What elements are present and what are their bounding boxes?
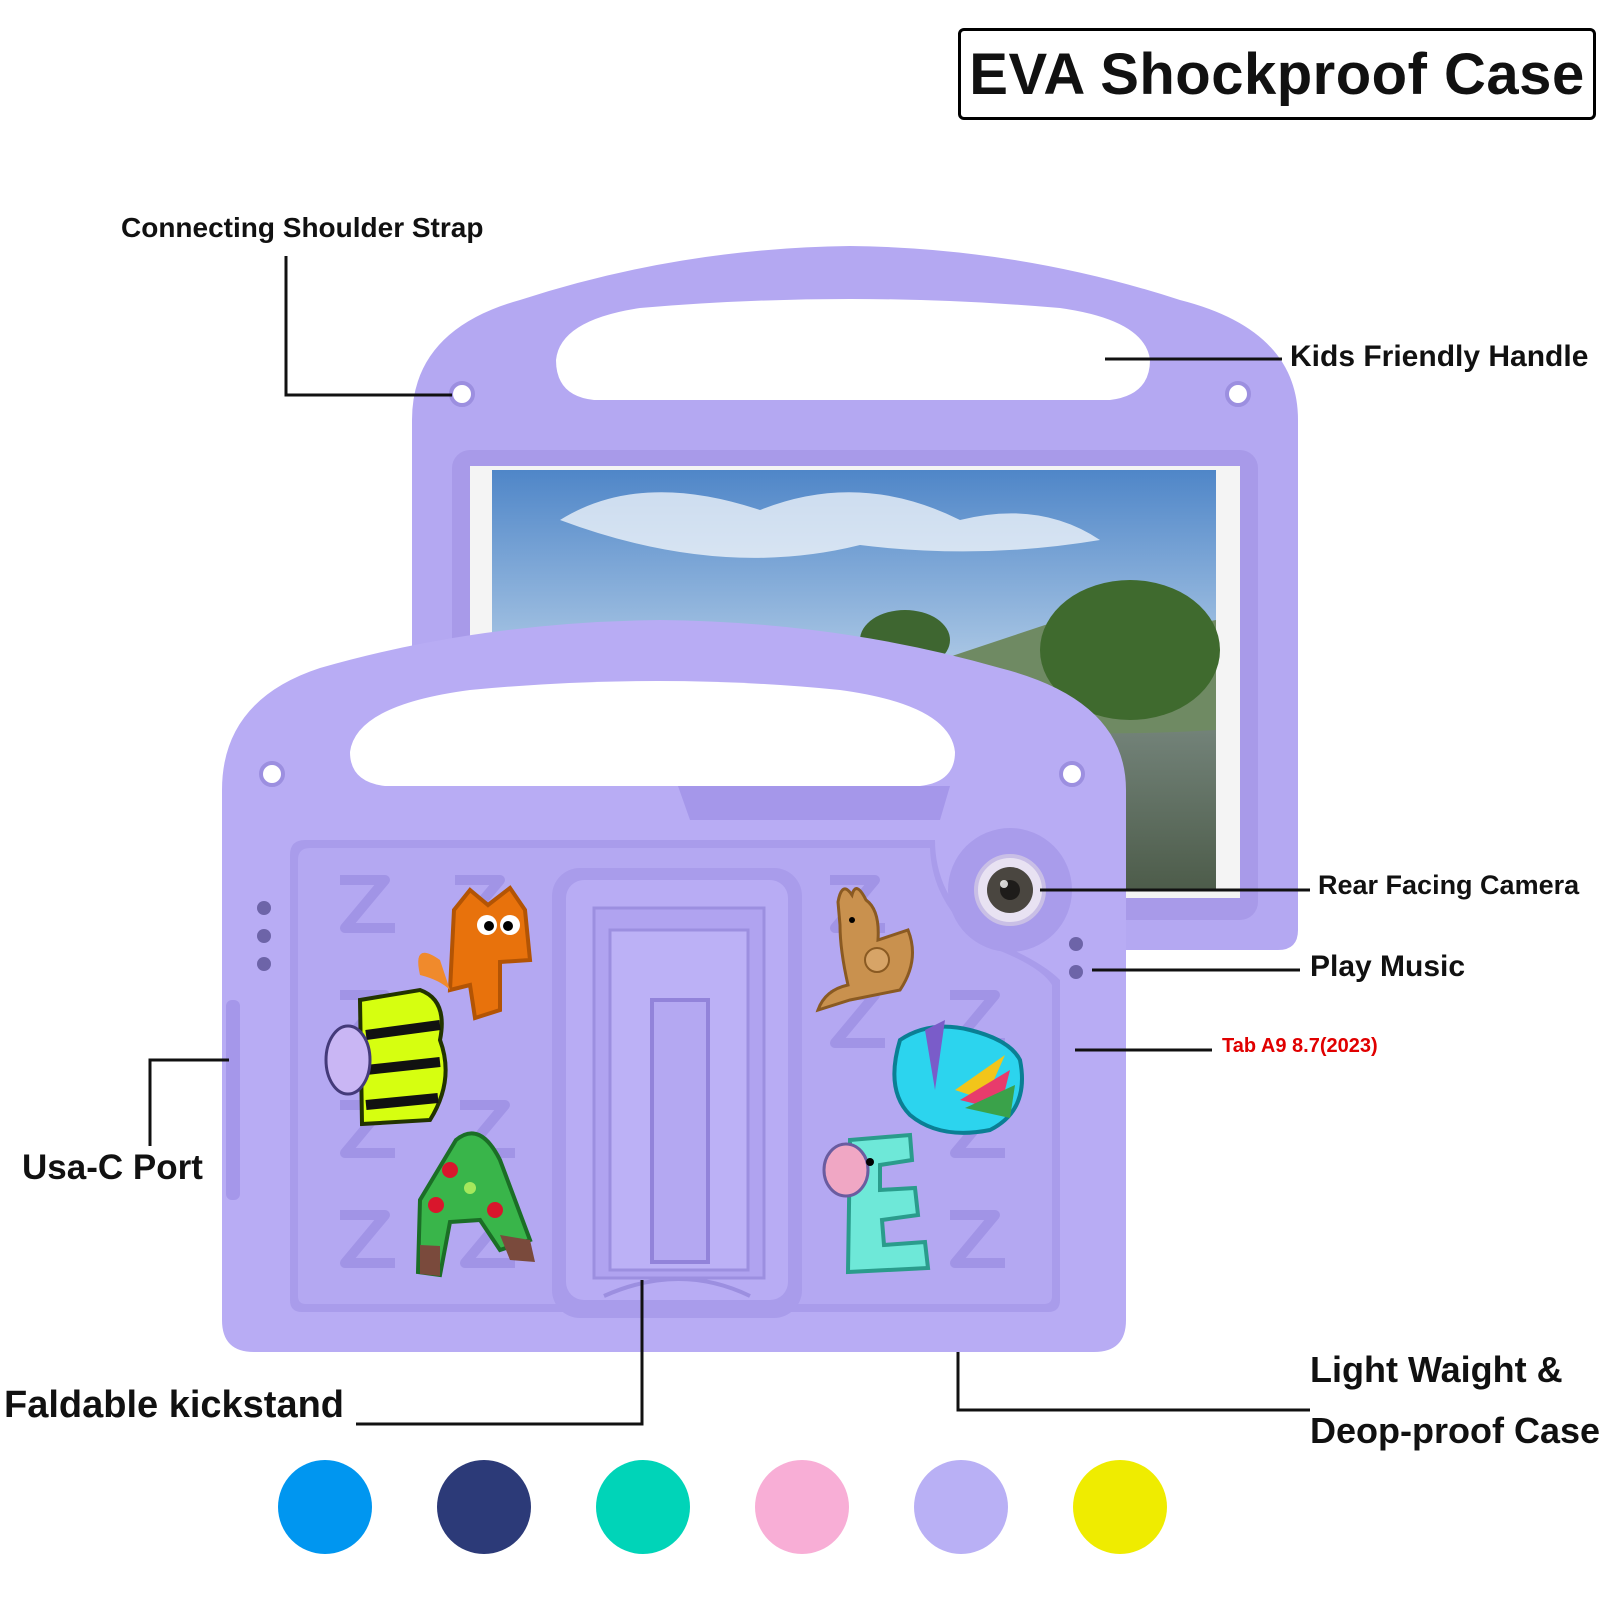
color-swatch-teal[interactable]	[596, 1460, 690, 1554]
tree-letter-a-sticker	[415, 1131, 535, 1278]
color-swatch-yellow[interactable]	[1073, 1460, 1167, 1554]
callout-handle: Kids Friendly Handle	[1290, 340, 1589, 373]
bee-letter-b-sticker	[324, 987, 448, 1127]
color-swatch-purple[interactable]	[914, 1460, 1008, 1554]
callout-shoulder-strap: Connecting Shoulder Strap	[121, 212, 484, 243]
umbrella-bag-sticker	[892, 1020, 1024, 1135]
title-box: EVA Shockproof Case	[958, 28, 1596, 120]
fox-letter-f-sticker	[418, 885, 533, 1021]
elephant-letter-e-sticker	[822, 1132, 931, 1275]
color-swatch-blue[interactable]	[278, 1460, 372, 1554]
color-swatch-navy[interactable]	[437, 1460, 531, 1554]
camera	[948, 828, 1072, 952]
callout-camera: Rear Facing Camera	[1318, 870, 1580, 900]
kickstand	[552, 868, 802, 1318]
callout-music: Play Music	[1310, 950, 1466, 983]
callout-light-line1: Light Waight &	[1310, 1349, 1563, 1390]
callout-lines	[148, 256, 1310, 1426]
callout-port: Usa-C Port	[22, 1148, 203, 1187]
callout-kickstand: Faldable kickstand	[4, 1384, 345, 1426]
callout-model: Tab A9 8.7(2023)	[1222, 1035, 1378, 1057]
callout-light-line2: Deop-proof Case	[1310, 1410, 1600, 1451]
color-swatch-pink[interactable]	[755, 1460, 849, 1554]
page-title: EVA Shockproof Case	[969, 41, 1585, 107]
kangaroo-sticker	[815, 887, 914, 1013]
